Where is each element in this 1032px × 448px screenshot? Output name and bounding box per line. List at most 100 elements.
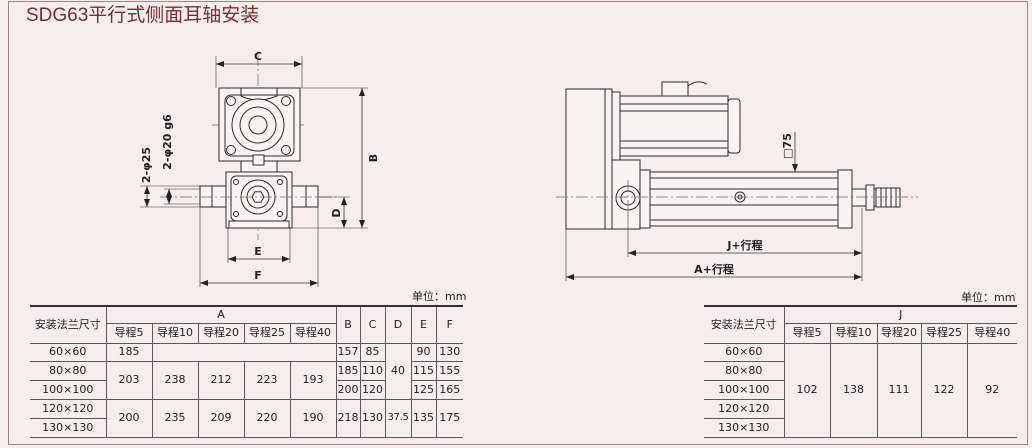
lead-header: 导程20 <box>197 322 245 344</box>
e-value-cell: 125 <box>410 379 437 400</box>
gearbox-hole-top-left <box>233 179 239 185</box>
flange-size-cell: 80×80 <box>704 360 785 381</box>
e-value-cell: 135 <box>410 398 437 438</box>
lead-header: 导程10 <box>829 322 878 344</box>
left-trunnion-pin <box>199 185 227 208</box>
j-value-cell: 102 <box>783 342 831 438</box>
rod-end-nut <box>865 184 875 211</box>
e-value-cell: 115 <box>410 360 437 381</box>
a-value-cell: 223 <box>243 360 291 400</box>
c-value-cell: 85 <box>359 342 386 362</box>
j-value-cell: 92 <box>966 342 1017 438</box>
flange-size-cell: 100×100 <box>30 379 107 400</box>
a-value-cell: 209 <box>197 398 245 438</box>
motor-flange <box>611 91 621 161</box>
col-f-header: F <box>435 305 464 344</box>
motor-shaft <box>248 115 268 135</box>
a-value-cell: 193 <box>289 360 337 400</box>
flange-size-cell: 80×80 <box>30 360 107 381</box>
lead-header: 导程25 <box>920 322 968 344</box>
table-row: 120×120 <box>704 398 1017 419</box>
rod-end-thread <box>875 187 901 208</box>
motor-cable <box>687 81 708 87</box>
dim-pin-diameter-label: 2-φ25 <box>140 147 153 183</box>
tube-front-cap <box>837 169 853 229</box>
dim-shaft-diameter-label: 2-φ20 g6 <box>161 114 174 170</box>
a-value-cell: 212 <box>197 360 245 400</box>
dim-tube-size-label: □75 <box>781 133 794 159</box>
col-b-header: B <box>335 305 361 344</box>
col-d-header: D <box>384 305 412 344</box>
sensor-block <box>252 154 265 166</box>
dim-e-label: E <box>254 245 262 258</box>
table-row: 80×80 203 238 212 223 193 185 110 115 15… <box>30 360 464 400</box>
mount-bolt-top-right <box>281 96 291 106</box>
c-value-cell: 130 <box>359 398 386 438</box>
dim-b-label: B <box>367 154 380 162</box>
f-value-cell: 130 <box>435 342 464 362</box>
table-row: 60×60 185 157 85 40 90 130 <box>30 342 464 400</box>
lead-header: 导程25 <box>243 322 291 344</box>
a-empty-cell <box>151 342 337 362</box>
a-value-cell: 190 <box>289 398 337 438</box>
lead-header: 导程40 <box>289 322 337 344</box>
flange-size-cell: 130×130 <box>704 417 785 438</box>
col-j-header: J <box>783 305 1017 324</box>
dim-j-label: J+行程 <box>726 238 762 252</box>
f-value-cell: 165 <box>435 379 464 400</box>
b-value-cell: 218 <box>335 398 361 438</box>
b-value-cell: 185 <box>335 360 361 381</box>
table-a-unit: 单位：mm <box>412 290 467 303</box>
lead-header: 导程20 <box>876 322 922 344</box>
flange-size-cell: 120×120 <box>704 398 785 419</box>
f-value-cell: 175 <box>435 398 464 438</box>
dim-d-label: D <box>330 208 343 217</box>
front-view <box>160 54 336 240</box>
lead-header: 导程10 <box>151 322 199 344</box>
gearbox-base <box>228 220 290 229</box>
c-value-cell: 110 <box>359 360 386 381</box>
side-view <box>556 81 918 230</box>
lead-header: 导程5 <box>783 322 831 344</box>
j-value-cell: 122 <box>920 342 968 438</box>
lead-header: 导程5 <box>105 322 153 344</box>
table-j-unit: 单位：mm <box>961 291 1016 304</box>
d-value-cell: 37.5 <box>384 398 412 438</box>
mount-bolt-bottom-right <box>281 145 291 155</box>
table-row: 100×100 200 120 125 165 <box>30 379 464 400</box>
flange-size-cell: 130×130 <box>30 417 107 438</box>
flange-size-header: 安装法兰尺寸 <box>30 305 107 344</box>
a-value-cell: 203 <box>105 360 153 400</box>
a-value-cell: 200 <box>105 398 153 438</box>
dim-f-label: F <box>254 269 262 282</box>
motor-end-cap <box>727 98 741 154</box>
flange-size-cell: 60×60 <box>30 342 107 362</box>
col-a-header: A <box>105 305 337 324</box>
front-view-dimensions: C B D E F 2-φ25 2-φ20 g6 <box>140 50 380 287</box>
technical-drawings: C B D E F 2-φ25 2-φ20 g6 <box>140 50 918 287</box>
side-view-dimensions: □75 J+行程 A+行程 <box>565 132 863 281</box>
right-trunnion-pin <box>291 185 319 208</box>
mount-bolt-top-left <box>226 96 236 106</box>
dim-a-label: A+行程 <box>694 262 734 276</box>
dim-c-label: C <box>254 50 262 63</box>
motor-body <box>619 95 729 157</box>
tube-rear-cap <box>639 169 651 229</box>
gearbox-hole-bottom-right <box>277 211 283 217</box>
d-value-cell: 40 <box>384 342 412 400</box>
dimension-table-a: 安装法兰尺寸 A B C D E F 导程5 导程10 导程20 导程25 导程… <box>30 305 464 438</box>
flange-size-header: 安装法兰尺寸 <box>704 305 785 344</box>
end-block <box>565 88 613 230</box>
col-c-header: C <box>359 305 386 344</box>
table-row: 130×130 <box>704 417 1017 438</box>
col-e-header: E <box>410 305 437 344</box>
flange-size-cell: 120×120 <box>30 398 107 419</box>
e-value-cell: 90 <box>410 342 437 362</box>
motor-connector <box>661 81 689 97</box>
b-value-cell: 157 <box>335 342 361 362</box>
table-row: 130×130 <box>30 417 463 438</box>
table-row: 120×120 200 235 209 220 190 218 130 37.5… <box>30 398 464 438</box>
j-value-cell: 138 <box>829 342 878 438</box>
a-value-cell: 185 <box>105 342 153 362</box>
